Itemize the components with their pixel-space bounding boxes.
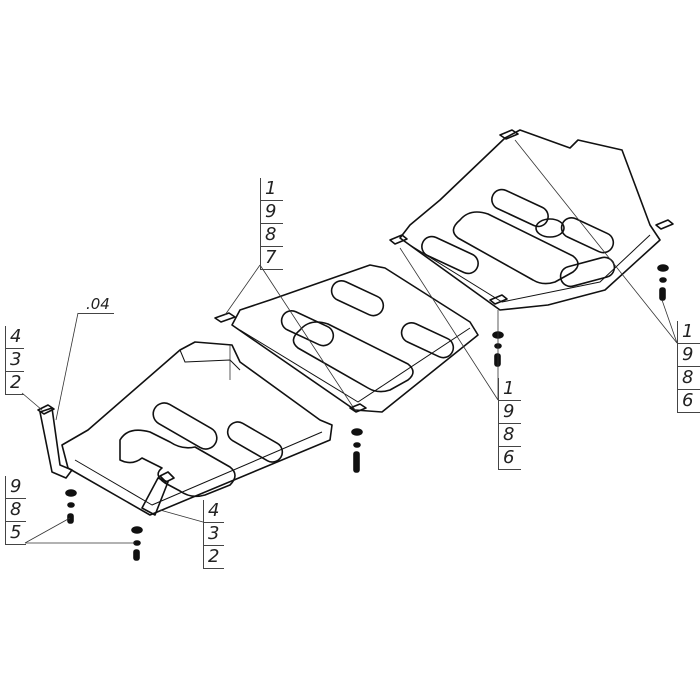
callout-item: 1 [261,178,283,201]
callout-item: 8 [678,367,700,390]
callout-item: 9 [261,201,283,224]
callout-front-left: 4 3 2 [5,326,24,395]
callout-item: 8 [6,499,26,522]
leader-lines [21,139,678,544]
callout-rear-plate-center: 1 9 8 6 [498,378,521,470]
callout-item: 5 [6,522,26,545]
callout-item: 7 [261,247,283,270]
callout-item: 9 [499,401,521,424]
callout-item: 4 [204,500,224,523]
callout-middle-plate: 1 9 8 7 [260,178,283,270]
callout-item: 3 [6,349,24,372]
callout-front-fasteners: 9 8 5 [5,476,26,545]
callout-item: 6 [499,447,521,470]
callout-item: 4 [6,326,24,349]
rear-skid-plate [389,129,674,311]
front-skid-plate [61,341,333,516]
callout-item: 3 [204,523,224,546]
callout-front-right: 4 3 2 [203,500,224,569]
callout-item: 8 [499,424,521,447]
callout-item: 6 [678,390,700,413]
callout-item: 9 [678,344,700,367]
callout-item: 2 [6,372,24,395]
front-left-bracket [37,404,73,479]
callout-rear-plate-right: 1 9 8 6 [677,321,700,413]
callout-item: 1 [678,321,700,344]
fasteners [65,264,669,561]
callout-item: 9 [6,476,26,499]
callout-item: 8 [261,224,283,247]
middle-skid-plate [214,264,479,413]
part-label-04: .04 [78,295,114,314]
front-right-bracket [141,471,175,516]
callout-item: 1 [499,378,521,401]
callout-item: 2 [204,546,224,569]
